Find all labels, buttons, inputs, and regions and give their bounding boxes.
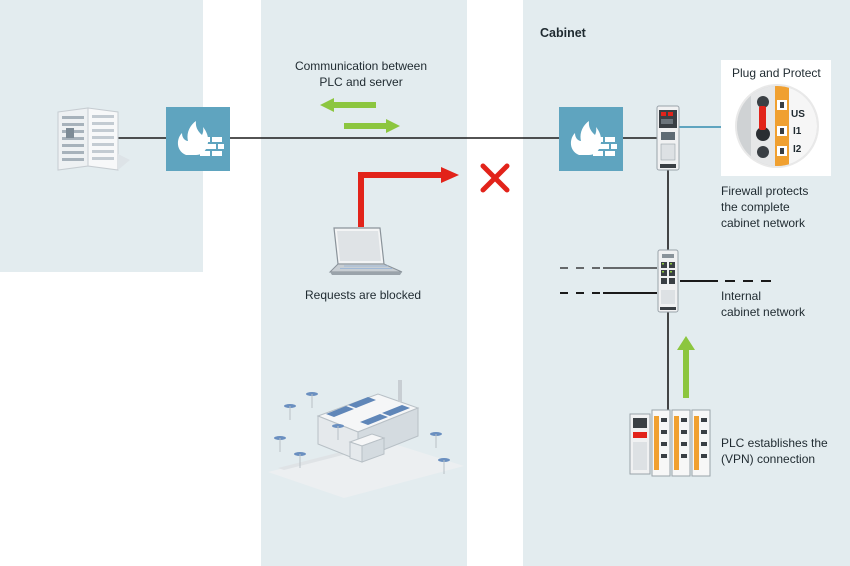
blocked-arrow-line xyxy=(358,172,443,227)
server-icon xyxy=(57,107,130,171)
firewall-note: Firewall protects the complete cabinet n… xyxy=(721,183,808,231)
release-lever-icon xyxy=(759,106,766,130)
plug-and-protect-title: Plug and Protect xyxy=(732,66,821,80)
blocked-arrow-head-icon xyxy=(441,167,459,183)
arrow-left-icon xyxy=(320,98,376,112)
communication-label-line2: PLC and server xyxy=(319,75,403,89)
communication-label-line1: Communication between xyxy=(294,59,428,73)
blocked-path xyxy=(358,163,510,227)
blocked-label: Requests are blocked xyxy=(305,288,422,302)
plug-and-protect-zoom: US I1 I2 xyxy=(737,86,817,166)
terminal-label-i1: I1 xyxy=(793,126,802,137)
terminal-block-icon xyxy=(737,86,817,166)
factory-icon xyxy=(268,380,464,498)
arrow-right-icon xyxy=(344,119,400,133)
bidirectional-arrows-icon xyxy=(320,98,400,133)
communication-label: Communication between PLC and server xyxy=(271,58,451,90)
plc-note-line1: PLC establishes the xyxy=(721,436,828,450)
laptop-icon xyxy=(328,227,403,275)
cabinet-firewall-icon xyxy=(559,107,623,171)
firewall-note-line1: Firewall protects xyxy=(721,184,809,198)
block-x-icon xyxy=(480,163,510,193)
firewall-note-line2: the complete xyxy=(721,200,790,214)
terminal-label-i2: I2 xyxy=(793,144,802,155)
plc-note: PLC establishes the (VPN) connection xyxy=(721,435,828,467)
internal-network-line2: cabinet network xyxy=(721,305,806,319)
terminal-label-us: US xyxy=(791,109,805,120)
plc-note-line2: (VPN) connection xyxy=(721,452,816,466)
router-icon xyxy=(656,105,680,171)
up-arrow-icon xyxy=(677,336,695,398)
internal-network-line1: Internal xyxy=(721,289,762,303)
cabinet-title: Cabinet xyxy=(540,26,586,40)
switch-icon xyxy=(657,249,679,313)
internal-network-label: Internal cabinet network xyxy=(721,288,805,320)
firewall-note-line3: cabinet network xyxy=(721,216,806,230)
plc-icon xyxy=(629,409,711,477)
office-firewall-icon xyxy=(166,107,230,171)
